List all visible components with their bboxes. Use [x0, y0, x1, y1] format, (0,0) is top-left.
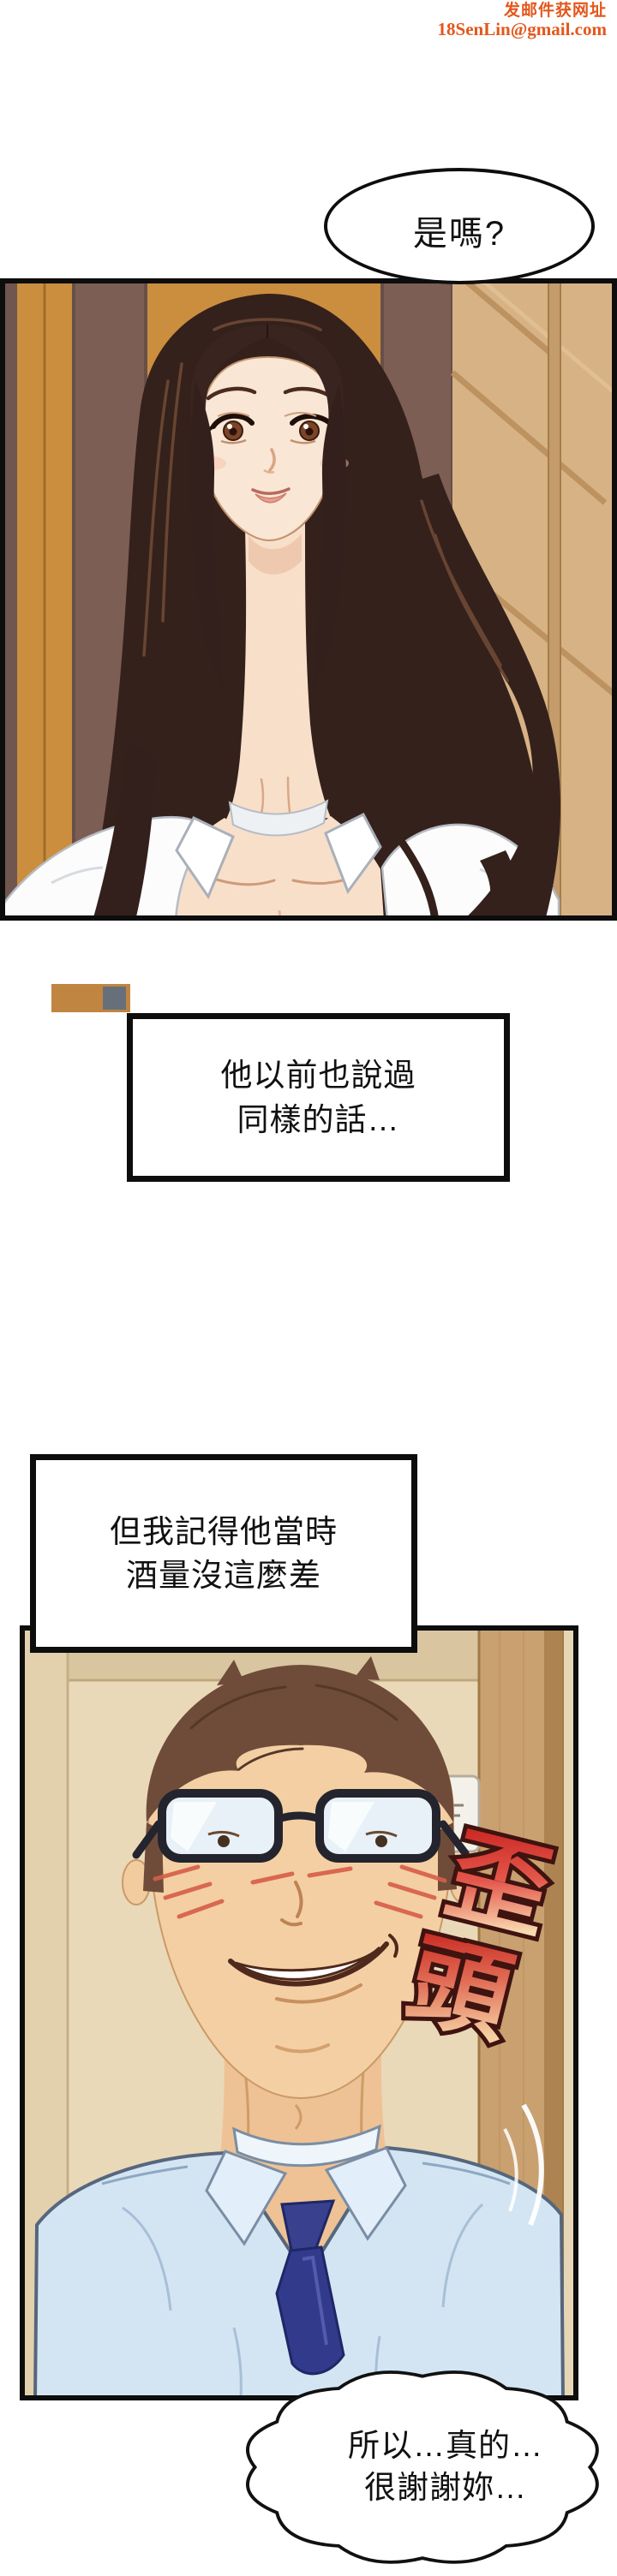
caption-2-line-2: 酒量沒這麼差	[126, 1558, 321, 1593]
woman-bangs	[189, 325, 347, 691]
caption-box-1: 他以前也說過 同樣的話…	[127, 1013, 510, 1182]
watermark-line-2: 18SenLin@gmail.com	[437, 19, 607, 40]
panel-fragment-detail	[103, 987, 126, 1010]
panel-1-border	[0, 278, 617, 921]
man-figure	[33, 1656, 566, 2400]
caption-2-line-1: 但我記得他當時	[110, 1513, 338, 1549]
panel-woman	[0, 278, 617, 921]
caption-1-line-1: 他以前也說過	[220, 1058, 416, 1094]
panel-fragment	[51, 984, 130, 1012]
motion-lines	[503, 2103, 544, 2227]
bottom-bubble-line-2: 很謝謝妳…	[364, 2469, 527, 2505]
caption-box-2: 但我記得他當時 酒量沒這麼差	[30, 1454, 417, 1653]
speech-bubble-bottom-text: 所以…真的… 很謝謝妳…	[300, 2425, 591, 2509]
man-glasses	[132, 1789, 470, 1863]
watermark: 发邮件获网址 18SenLin@gmail.com	[438, 2, 607, 40]
man-blush	[153, 1864, 447, 1919]
woman-figure	[0, 293, 561, 921]
man-shirt	[33, 2124, 566, 2400]
man-grin	[228, 1934, 398, 2004]
bottom-bubble-line-1: 所以…真的…	[348, 2428, 543, 2463]
speech-bubble-top: 是嗎?	[324, 168, 595, 284]
man-tie	[275, 2199, 345, 2376]
speech-bubble-top-text: 是嗎?	[412, 215, 506, 253]
woman-ponytail	[403, 474, 561, 921]
cloud-bubble-outline	[246, 2370, 599, 2564]
panel-man: 歪 頭	[20, 1625, 578, 2400]
watermark-line-1: 发邮件获网址	[503, 2, 607, 20]
caption-1-line-2: 同樣的話…	[237, 1101, 400, 1137]
speech-bubble-bottom	[246, 2370, 599, 2564]
